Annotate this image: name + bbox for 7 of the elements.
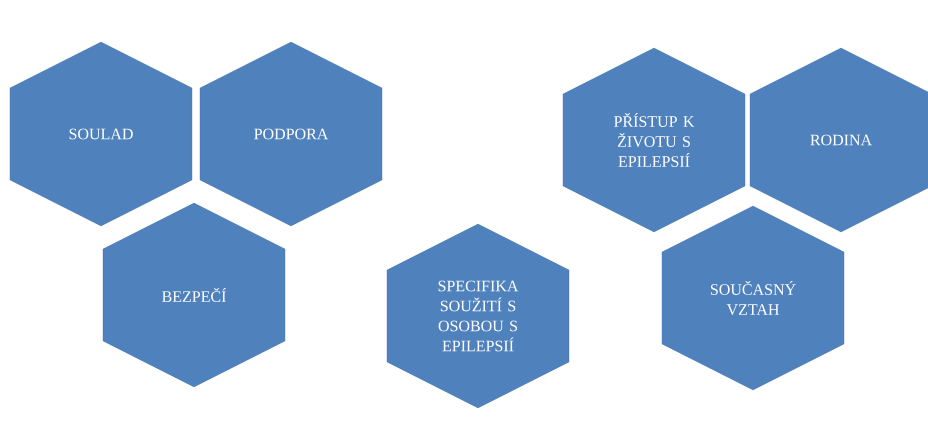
hexagon: PODPORA xyxy=(200,42,382,226)
hexagon: SPECIFIKA SOUŽITÍ S OSOBOU S EPILEPSIÍ xyxy=(386,224,570,408)
hexagon: PŘÍSTUP K ŽIVOTU S EPILEPSIÍ xyxy=(562,48,746,232)
hexagon: RODINA xyxy=(750,48,928,232)
hexagon: SOUČASNÝ VZTAH xyxy=(662,206,844,390)
hexagon: BEZPEČÍ xyxy=(102,202,286,388)
hexagon: SOULAD xyxy=(10,42,192,226)
